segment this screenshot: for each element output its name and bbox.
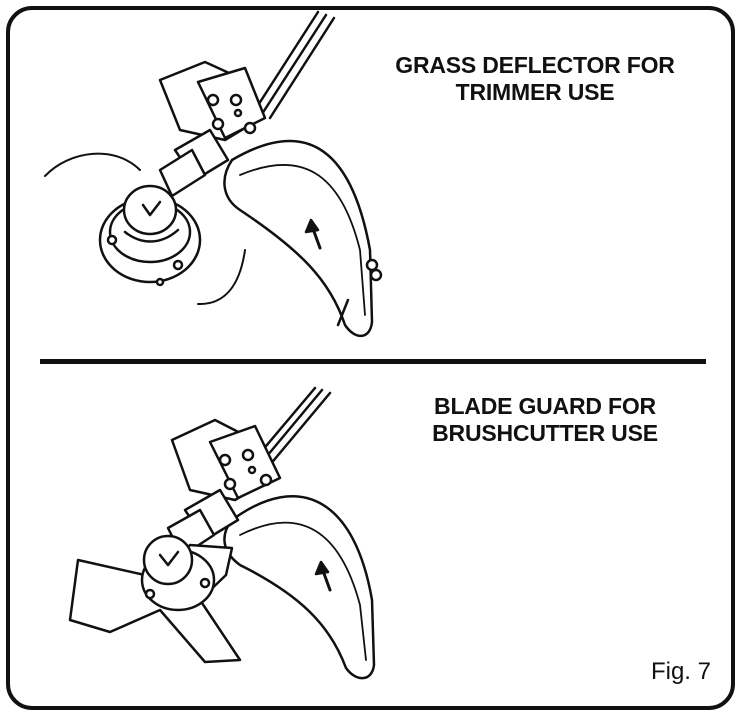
brushcutter-illustration <box>68 386 376 680</box>
blade-guard <box>223 495 376 680</box>
blade-guard-caption: BLADE GUARD FOR BRUSHCUTTER USE <box>420 393 670 447</box>
panel-divider <box>40 359 706 364</box>
caption-line: BLADE GUARD FOR <box>434 393 656 419</box>
caption-line: BRUSHCUTTER USE <box>432 420 658 446</box>
grass-deflector <box>223 139 374 338</box>
caption-line: GRASS DEFLECTOR FOR <box>395 52 675 78</box>
figure-frame <box>6 6 735 710</box>
trimmer-illustration <box>44 10 383 338</box>
grass-deflector-caption: GRASS DEFLECTOR FOR TRIMMER USE <box>370 52 700 106</box>
caption-line: TRIMMER USE <box>455 79 615 105</box>
figure-label: Fig. 7 <box>650 658 711 685</box>
